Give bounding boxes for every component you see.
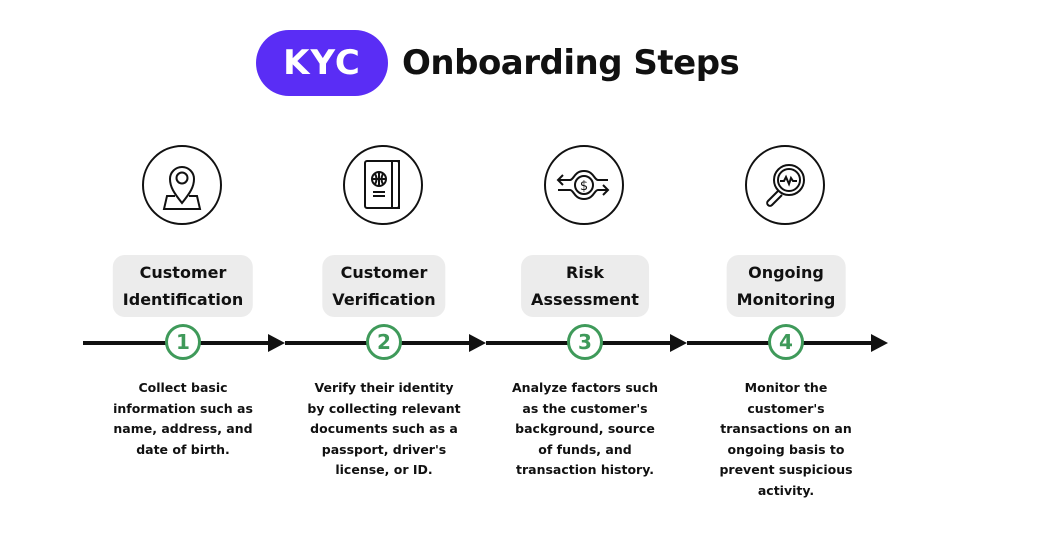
arrow-icon xyxy=(670,334,687,352)
map-pin-icon xyxy=(142,145,222,225)
step-number: 1 xyxy=(165,324,201,360)
magnifier-monitoring-icon xyxy=(745,145,825,225)
svg-text:$: $ xyxy=(580,179,588,194)
title-text: Onboarding Steps xyxy=(402,43,740,83)
money-exchange-icon: $ xyxy=(544,145,624,225)
arrow-icon xyxy=(469,334,486,352)
arrow-icon xyxy=(268,334,285,352)
step-number: 2 xyxy=(366,324,402,360)
passport-icon xyxy=(343,145,423,225)
arrow-icon xyxy=(871,334,888,352)
step-number: 4 xyxy=(768,324,804,360)
step-number: 3 xyxy=(567,324,603,360)
kyc-badge: KYC xyxy=(256,30,388,96)
page-title: KYC Onboarding Steps xyxy=(256,30,740,96)
